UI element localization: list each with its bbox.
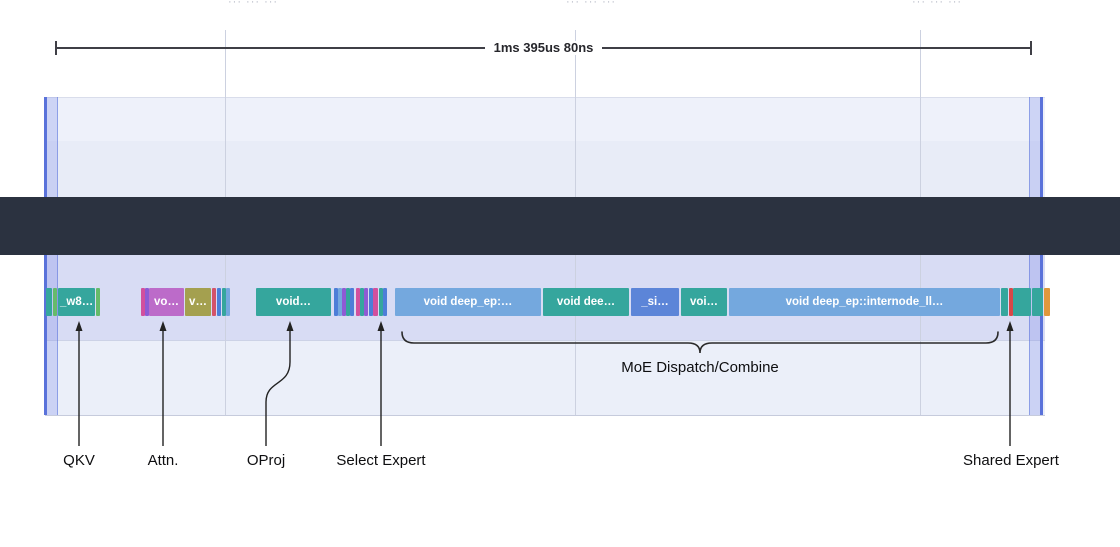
kernel-slice[interactable]: [1032, 288, 1043, 316]
kernel-slice[interactable]: [53, 288, 57, 316]
qkv-label: QKV: [63, 452, 95, 469]
kernel-slice[interactable]: v…: [185, 288, 211, 316]
kernel-slice[interactable]: [383, 288, 387, 316]
kernel-slice[interactable]: [1009, 288, 1013, 316]
timeline-row-empty-1[interactable]: [45, 97, 1045, 142]
kernel-slice[interactable]: [1044, 288, 1050, 316]
kernel-slice[interactable]: void dee…: [543, 288, 629, 316]
kernel-slice[interactable]: [226, 288, 230, 316]
shared-expert-label: Shared Expert: [963, 452, 1059, 469]
kernel-slice[interactable]: void deep_ep::internode_ll…: [729, 288, 1000, 316]
attn-label: Attn.: [147, 452, 179, 469]
kernel-slice[interactable]: [1001, 288, 1008, 316]
clipped-tick-labels: ··· ··· ··· ··· ··· ··· ··· ··· ···: [0, 0, 1120, 13]
kernel-slice[interactable]: [338, 288, 342, 316]
kernel-slice[interactable]: [212, 288, 216, 316]
ruler-left-tick: [55, 41, 57, 55]
clipped-tick-label: ··· ··· ···: [566, 0, 617, 8]
kernel-slice[interactable]: voi…: [681, 288, 727, 316]
kernel-slice[interactable]: _si…: [631, 288, 679, 316]
kernel-slice[interactable]: [96, 288, 100, 316]
kernel-slice[interactable]: [360, 288, 364, 316]
kernel-slice[interactable]: [222, 288, 226, 316]
kernel-slice[interactable]: _w8…: [58, 288, 95, 316]
timeline-row-empty-3[interactable]: [45, 341, 1045, 416]
duration-label: 1ms 395us 80ns: [484, 41, 603, 55]
kernel-slice[interactable]: [342, 288, 346, 316]
kernel-slice[interactable]: [373, 288, 378, 316]
kernel-slice[interactable]: [145, 288, 149, 316]
collapsed-track-band[interactable]: [0, 197, 1120, 255]
oproj-label: OProj: [246, 452, 286, 469]
kernel-slice[interactable]: [217, 288, 221, 316]
slices-layer: _w8… vo…v… void… void deep_ep:…void dee…_si…: [0, 288, 1120, 316]
selection-marker-right[interactable]: [1029, 97, 1043, 415]
kernel-slice[interactable]: [346, 288, 350, 316]
timeline-row-empty-2[interactable]: [45, 141, 1045, 197]
selection-marker-left[interactable]: [44, 97, 58, 415]
kernel-slice[interactable]: [350, 288, 354, 316]
ruler-line-left: [57, 47, 485, 49]
kernel-slice[interactable]: [369, 288, 373, 316]
ruler-right-tick: [1030, 41, 1033, 55]
clipped-tick-label: ··· ··· ···: [228, 0, 279, 8]
kernel-slice[interactable]: [141, 288, 145, 316]
kernel-slice[interactable]: void…: [256, 288, 331, 316]
kernel-slice[interactable]: [364, 288, 368, 316]
kernel-slice[interactable]: [1013, 288, 1031, 316]
ruler-line-right: [602, 47, 1031, 49]
select-expert-label: Select Expert: [336, 452, 426, 469]
kernel-slice[interactable]: vo…: [149, 288, 184, 316]
kernel-slice[interactable]: [46, 288, 52, 316]
clipped-tick-label: ··· ··· ···: [912, 0, 963, 8]
time-measurement-ruler: 1ms 395us 80ns: [55, 41, 1033, 55]
kernel-slice[interactable]: [379, 288, 383, 316]
moe-dispatch-combine-label: MoE Dispatch/Combine: [621, 359, 779, 376]
kernel-slice[interactable]: void deep_ep:…: [395, 288, 541, 316]
kernel-slice[interactable]: [334, 288, 338, 316]
kernel-slice[interactable]: [356, 288, 360, 316]
